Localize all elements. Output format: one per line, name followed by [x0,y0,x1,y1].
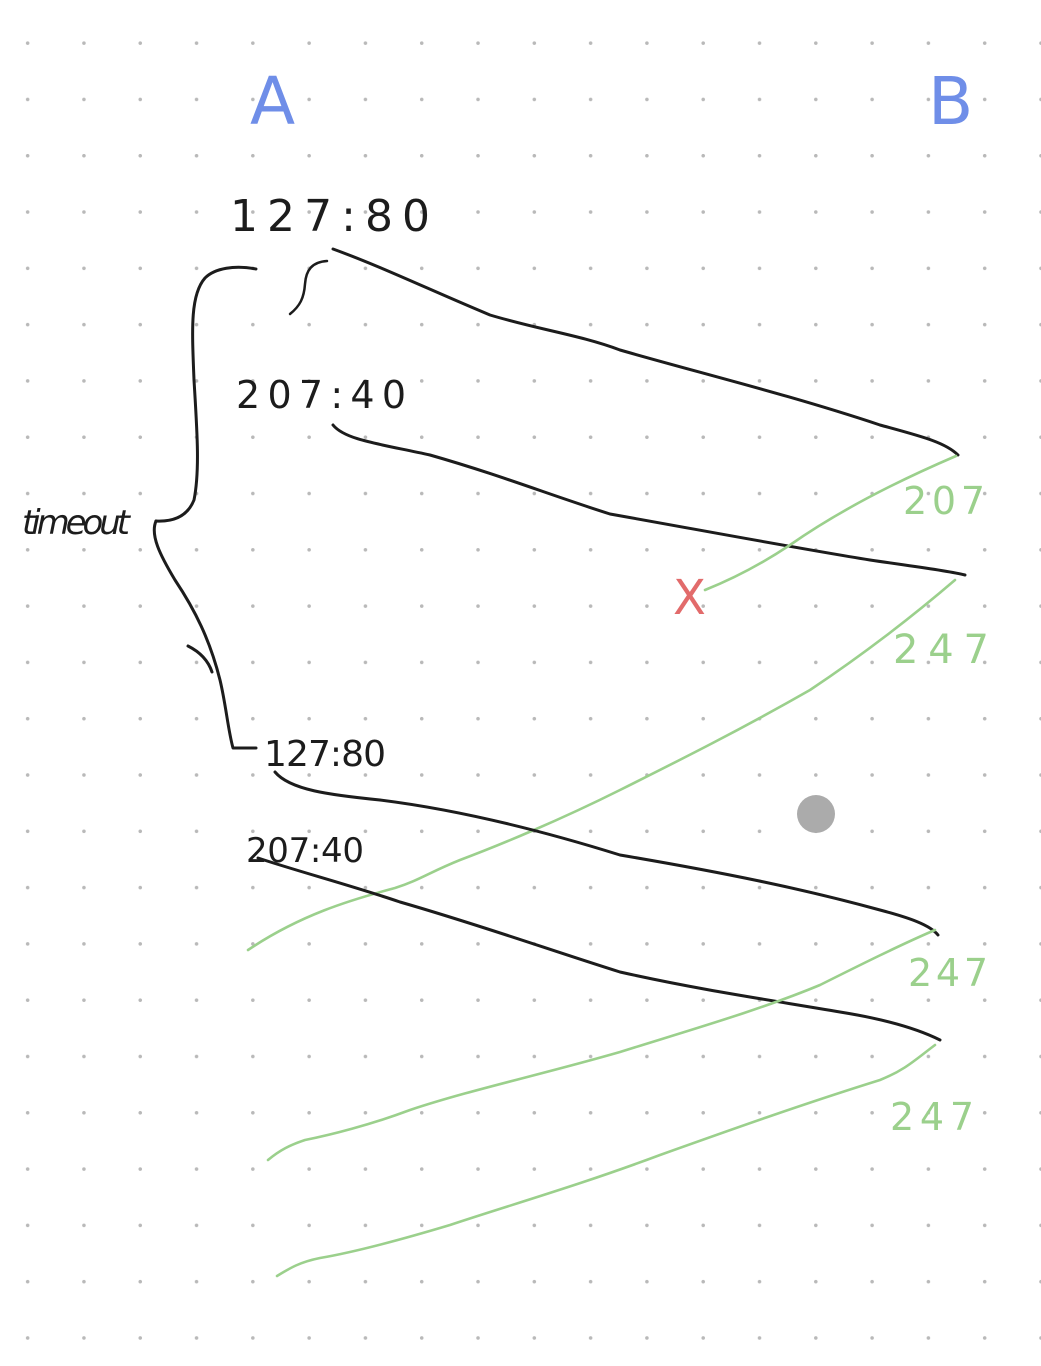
ack-2-label: 247 [893,627,989,673]
segment-2-line [331,423,967,577]
small-curly-mark [288,259,329,316]
ack-3-label: 247 [908,951,988,995]
ack-1-label: 207 [903,479,985,523]
lost-marker: X [673,570,706,626]
timeout-brace-lower [152,519,258,750]
endpoint-b-label: B [928,63,973,140]
ack-1-line [703,454,958,592]
timeout-label: timeout [22,503,132,543]
retrans-segment-2-line [256,856,942,1042]
ack-4-line [275,1043,937,1278]
pointer-dot-icon [797,795,835,833]
ack-3-line [266,928,937,1162]
timeout-brace [154,265,258,523]
segment-2-label: 207:40 [236,373,406,417]
ack-4-label: 247 [890,1095,974,1139]
endpoint-a-label: A [250,63,295,140]
segment-1-label: 127:80 [230,191,430,242]
retrans-segment-1-label: 127:80 [264,734,386,775]
ack-2-line [246,578,957,952]
segment-1-line [331,247,960,457]
retrans-segment-1-line [273,770,940,937]
timeout-arrow-head [186,644,214,674]
retrans-segment-2-label: 207:40 [246,831,364,871]
